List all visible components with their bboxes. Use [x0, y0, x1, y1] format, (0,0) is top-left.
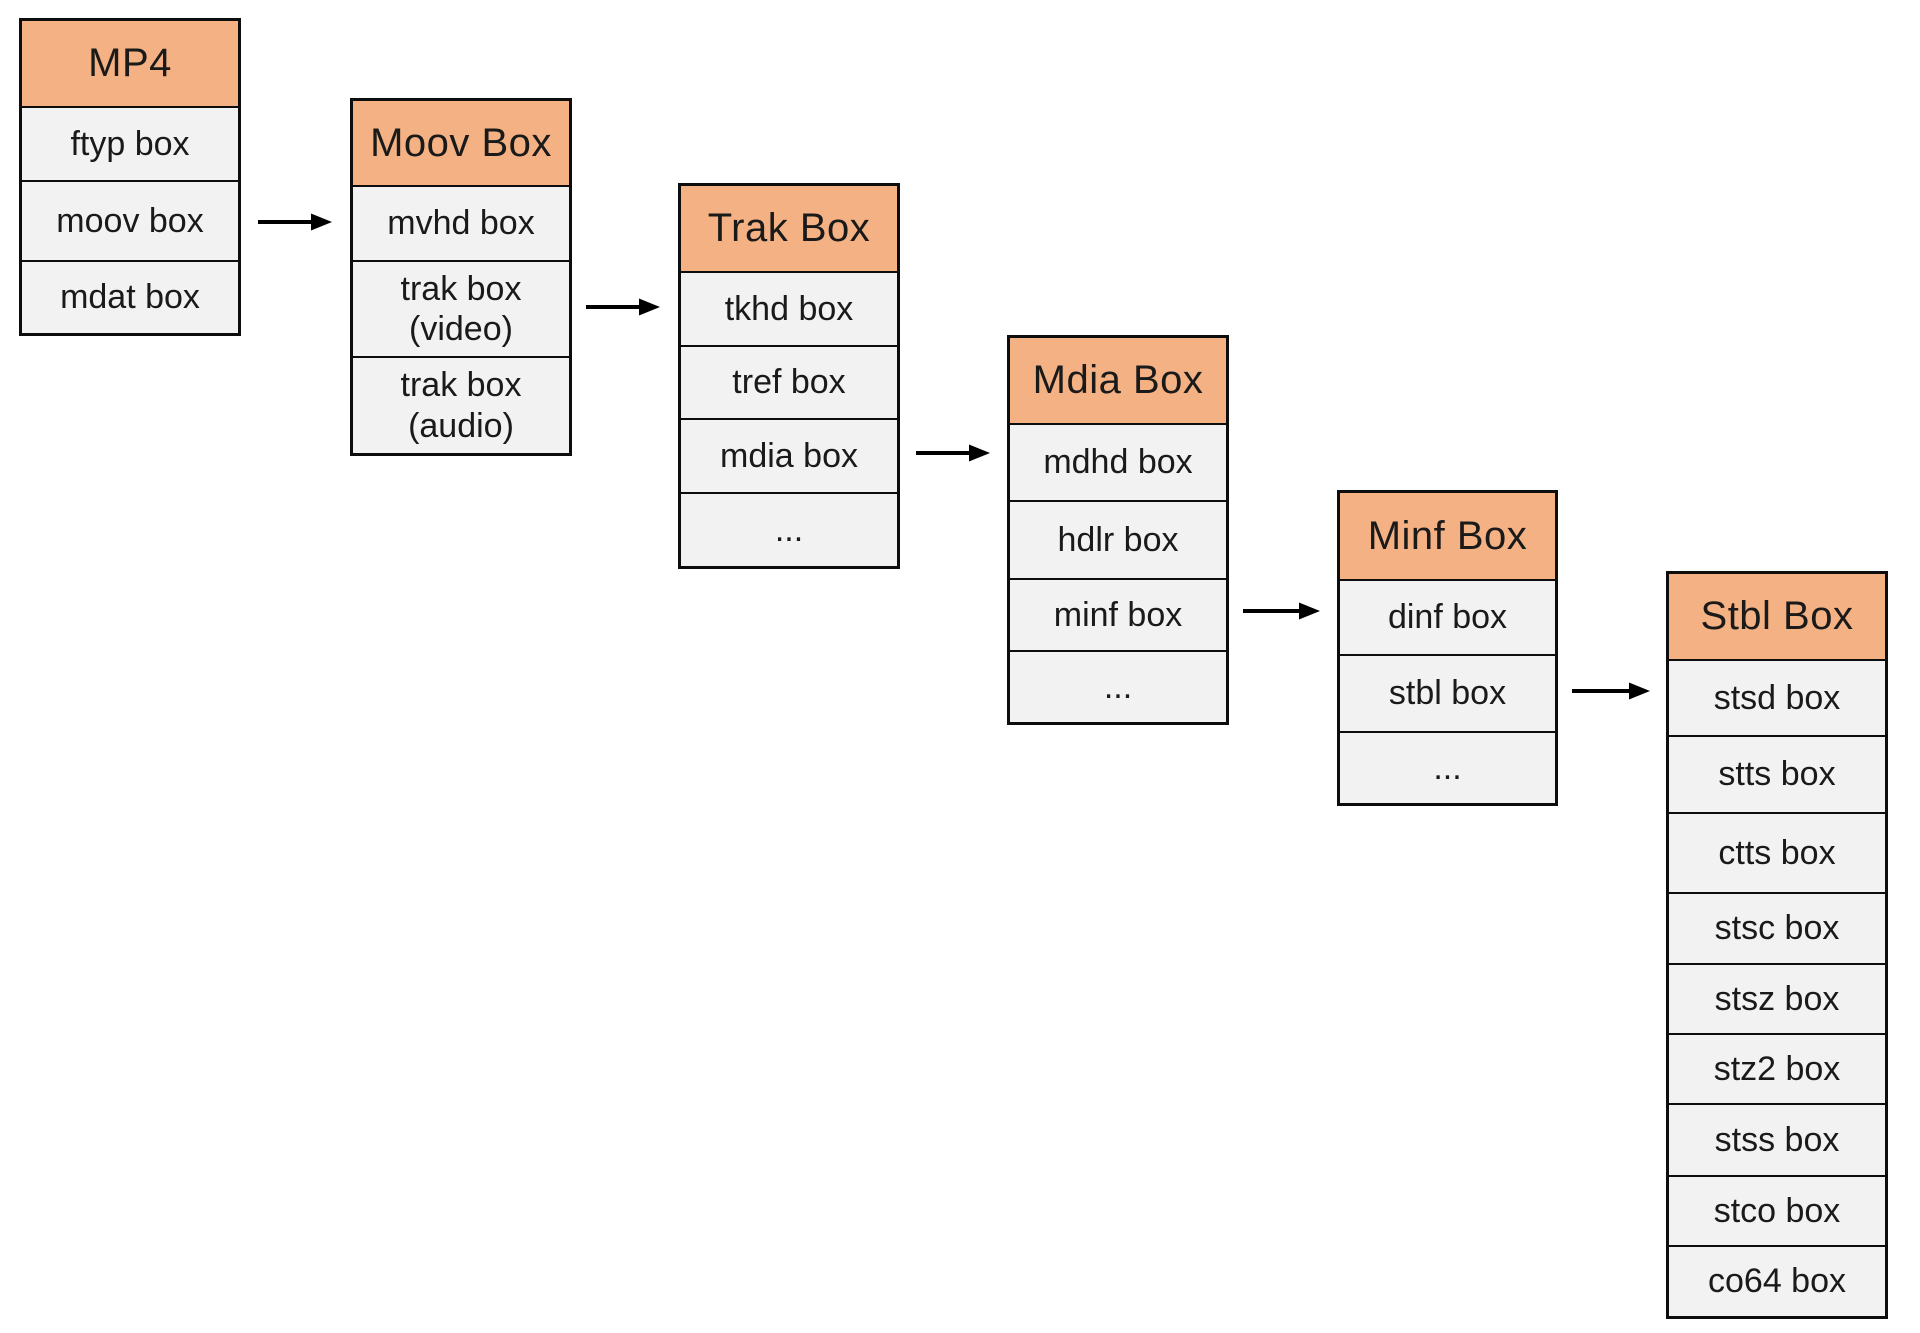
mdia-row-minf-box: minf box: [1010, 578, 1226, 650]
mdia-row-mdhd-box: mdhd box: [1010, 423, 1226, 500]
moov-row-mvhd-box: mvhd box: [353, 185, 569, 260]
stbl-row-stts-box: stts box: [1669, 735, 1885, 812]
mp4-row-moov-box: moov box: [22, 180, 238, 260]
stbl-row-stsz-box: stsz box: [1669, 963, 1885, 1033]
stbl-row-stsc-box: stsc box: [1669, 892, 1885, 963]
moov-row-trak-box-video: trak box (video): [353, 260, 569, 356]
minf-row-dots: ...: [1340, 731, 1555, 803]
moov-row-trak-box-audio: trak box (audio): [353, 356, 569, 453]
arrow-minf-row-to-minf-box: [1243, 602, 1320, 620]
mp4-header-title: MP4: [22, 21, 238, 106]
mdia-row-dots: ...: [1010, 650, 1226, 722]
mdia-row-hdlr-box: hdlr box: [1010, 500, 1226, 578]
trak-row-tkhd-box: tkhd box: [681, 271, 897, 345]
stbl-row-stz2-box: stz2 box: [1669, 1033, 1885, 1103]
minf-row-dinf-box: dinf box: [1340, 579, 1555, 654]
stbl-row-co64-box: co64 box: [1669, 1245, 1885, 1316]
arrow-mdia-row-to-mdia-box: [916, 444, 990, 462]
mdia-header-title: Mdia Box: [1010, 338, 1226, 423]
trak-row-dots: ...: [681, 492, 897, 566]
arrow-stbl-row-to-stbl-box: [1572, 682, 1650, 700]
trak-header-title: Trak Box: [681, 186, 897, 271]
arrow-trak-video-row-to-trak-box: [586, 298, 660, 316]
arrow-moov-row-to-moov-box: [258, 213, 332, 231]
trak-row-tref-box: tref box: [681, 345, 897, 418]
minf-row-stbl-box: stbl box: [1340, 654, 1555, 731]
mp4-row-ftyp-box: ftyp box: [22, 106, 238, 180]
stbl-row-stsd-box: stsd box: [1669, 659, 1885, 735]
mp4-row-mdat-box: mdat box: [22, 260, 238, 333]
moov-header-title: Moov Box: [353, 101, 569, 185]
stbl-row-ctts-box: ctts box: [1669, 812, 1885, 892]
trak-row-mdia-box: mdia box: [681, 418, 897, 492]
stbl-row-stco-box: stco box: [1669, 1175, 1885, 1245]
stbl-header-title: Stbl Box: [1669, 574, 1885, 659]
stbl-row-stss-box: stss box: [1669, 1103, 1885, 1175]
minf-header-title: Minf Box: [1340, 493, 1555, 579]
